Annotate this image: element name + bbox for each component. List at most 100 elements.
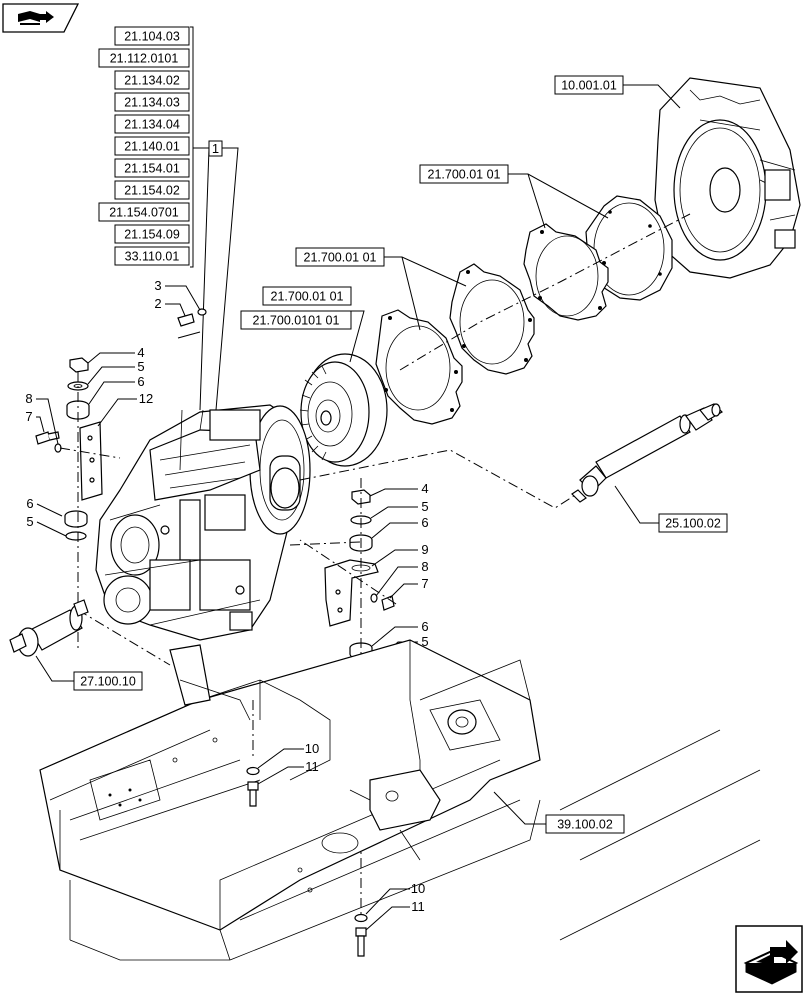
axis-line bbox=[399, 213, 691, 371]
svg-text:5: 5 bbox=[421, 499, 428, 514]
left-drive-axis bbox=[77, 609, 171, 666]
torque-converter bbox=[299, 353, 388, 467]
ref-21-154-09[interactable]: 21.154.09 bbox=[114, 224, 190, 244]
svg-text:11: 11 bbox=[411, 899, 425, 914]
svg-text:9: 9 bbox=[421, 542, 428, 557]
ref-21-700-01-01-top[interactable]: 21.700.01 01 bbox=[419, 164, 609, 229]
svg-text:8: 8 bbox=[25, 391, 32, 406]
callout-10-mid[interactable]: 10 bbox=[257, 741, 319, 769]
callout-8-left[interactable]: 8 bbox=[25, 391, 59, 445]
next-page-arrow-icon[interactable] bbox=[735, 925, 803, 993]
svg-text:21.154.01: 21.154.01 bbox=[124, 162, 180, 176]
drive-plate-mid bbox=[523, 223, 609, 321]
svg-text:12: 12 bbox=[139, 391, 153, 406]
callout-6-right[interactable]: 6 bbox=[371, 515, 429, 539]
svg-text:6: 6 bbox=[421, 619, 428, 634]
ref-10-001-01[interactable]: 10.001.01 bbox=[554, 75, 681, 109]
svg-text:27.100.10: 27.100.10 bbox=[80, 675, 136, 689]
callout-5-right[interactable]: 5 bbox=[370, 499, 429, 519]
svg-text:21.154.0701: 21.154.0701 bbox=[109, 206, 179, 220]
svg-text:21.134.02: 21.134.02 bbox=[124, 74, 180, 88]
callout-7-right[interactable]: 7 bbox=[389, 576, 429, 599]
svg-text:21.134.04: 21.134.04 bbox=[124, 118, 180, 132]
left-low-washer bbox=[65, 531, 87, 541]
callout-5-left[interactable]: 5 bbox=[87, 359, 145, 385]
svg-text:21.154.09: 21.154.09 bbox=[124, 228, 180, 242]
svg-text:21.112.0101: 21.112.0101 bbox=[110, 52, 179, 66]
chassis-frame bbox=[39, 639, 761, 961]
callout-9-right[interactable]: 9 bbox=[371, 542, 429, 567]
svg-text:21.154.02: 21.154.02 bbox=[124, 184, 180, 198]
ref-21-104-03[interactable]: 21.104.03 bbox=[114, 26, 190, 46]
svg-text:21.700.01 01: 21.700.01 01 bbox=[428, 168, 501, 182]
callout-6-left-low[interactable]: 6 bbox=[26, 496, 63, 517]
svg-text:7: 7 bbox=[25, 409, 32, 424]
ref-21-700-01-01-conv[interactable]: 21.700.01 01 bbox=[262, 286, 352, 306]
callout-12-left[interactable]: 12 bbox=[97, 391, 153, 427]
callout-4-left[interactable]: 4 bbox=[87, 345, 145, 364]
svg-text:10.001.01: 10.001.01 bbox=[561, 79, 617, 93]
svg-text:6: 6 bbox=[421, 515, 428, 530]
callout-11-bottom[interactable]: 11 bbox=[365, 899, 425, 931]
ref-21-140-01[interactable]: 21.140.01 bbox=[114, 136, 190, 156]
callout-8-right[interactable]: 8 bbox=[375, 559, 429, 597]
callout-4-right[interactable]: 4 bbox=[369, 481, 429, 497]
svg-text:6: 6 bbox=[137, 374, 144, 389]
ref-21-154-01[interactable]: 21.154.01 bbox=[114, 158, 190, 178]
svg-text:10: 10 bbox=[305, 741, 319, 756]
right-bracket bbox=[324, 559, 379, 627]
svg-text:5: 5 bbox=[137, 359, 144, 374]
svg-text:5: 5 bbox=[421, 634, 428, 649]
ref-33-110-01[interactable]: 33.110.01 bbox=[114, 246, 190, 266]
left-bracket bbox=[79, 421, 103, 501]
svg-text:4: 4 bbox=[137, 345, 144, 360]
svg-text:21.700.01 01: 21.700.01 01 bbox=[271, 290, 344, 304]
callout-6-left[interactable]: 6 bbox=[88, 374, 145, 405]
ref-39-100-02[interactable]: 39.100.02 bbox=[493, 791, 625, 834]
drive-plate-front bbox=[449, 263, 535, 375]
ref-27-100-10[interactable]: 27.100.10 bbox=[35, 655, 143, 691]
ref-25-100-02[interactable]: 25.100.02 bbox=[614, 485, 728, 533]
callout-5-left-low[interactable]: 5 bbox=[26, 514, 67, 537]
right-mount-axis bbox=[289, 541, 361, 546]
callout-10-bottom[interactable]: 10 bbox=[365, 881, 425, 915]
reference-stack: 21.104.03 21.112.0101 21.134.02 21.134.0… bbox=[98, 26, 194, 268]
callout-6-right-low[interactable]: 6 bbox=[371, 619, 429, 647]
book-arrow-icon[interactable] bbox=[2, 3, 80, 33]
svg-text:21.140.01: 21.140.01 bbox=[124, 140, 180, 154]
left-low-mount bbox=[64, 510, 88, 528]
callout-1-transmission[interactable]: 1 bbox=[193, 140, 239, 411]
transmission bbox=[95, 404, 311, 641]
right-bolt bbox=[381, 595, 395, 611]
svg-text:8: 8 bbox=[421, 559, 428, 574]
svg-text:5: 5 bbox=[26, 514, 33, 529]
right-bolt-washer bbox=[370, 593, 378, 603]
callout-3-washer[interactable]: 3 bbox=[154, 278, 207, 316]
bottom-bolt bbox=[355, 927, 367, 957]
callout-11-mid[interactable]: 11 bbox=[257, 759, 319, 785]
ref-21-134-02[interactable]: 21.134.02 bbox=[114, 70, 190, 90]
ref-21-112-0101[interactable]: 21.112.0101 bbox=[98, 48, 190, 68]
ref-21-134-03[interactable]: 21.134.03 bbox=[114, 92, 190, 112]
driveshaft-left bbox=[9, 599, 89, 657]
mid-washer bbox=[246, 766, 260, 776]
ref-21-700-01-01-mid[interactable]: 21.700.01 01 bbox=[295, 247, 467, 331]
ref-21-700-0101-01[interactable]: 21.700.0101 01 bbox=[240, 310, 365, 363]
callout-2-bolt[interactable]: 2 bbox=[154, 296, 195, 327]
svg-text:21.700.0101 01: 21.700.0101 01 bbox=[253, 314, 340, 328]
drive-axis-right bbox=[299, 449, 581, 509]
svg-text:3: 3 bbox=[154, 278, 161, 293]
ref-21-134-04[interactable]: 21.134.04 bbox=[114, 114, 190, 134]
ref-21-154-0701[interactable]: 21.154.0701 bbox=[98, 202, 190, 222]
svg-text:10: 10 bbox=[411, 881, 425, 896]
svg-text:11: 11 bbox=[305, 759, 319, 774]
right-nut bbox=[351, 489, 371, 505]
svg-text:1: 1 bbox=[212, 141, 219, 156]
bottom-washer bbox=[354, 913, 368, 923]
engine-housing bbox=[654, 77, 801, 279]
callout-7-left[interactable]: 7 bbox=[25, 409, 45, 433]
mid-bolt bbox=[247, 781, 259, 807]
svg-text:7: 7 bbox=[421, 576, 428, 591]
ref-21-154-02[interactable]: 21.154.02 bbox=[114, 180, 190, 200]
